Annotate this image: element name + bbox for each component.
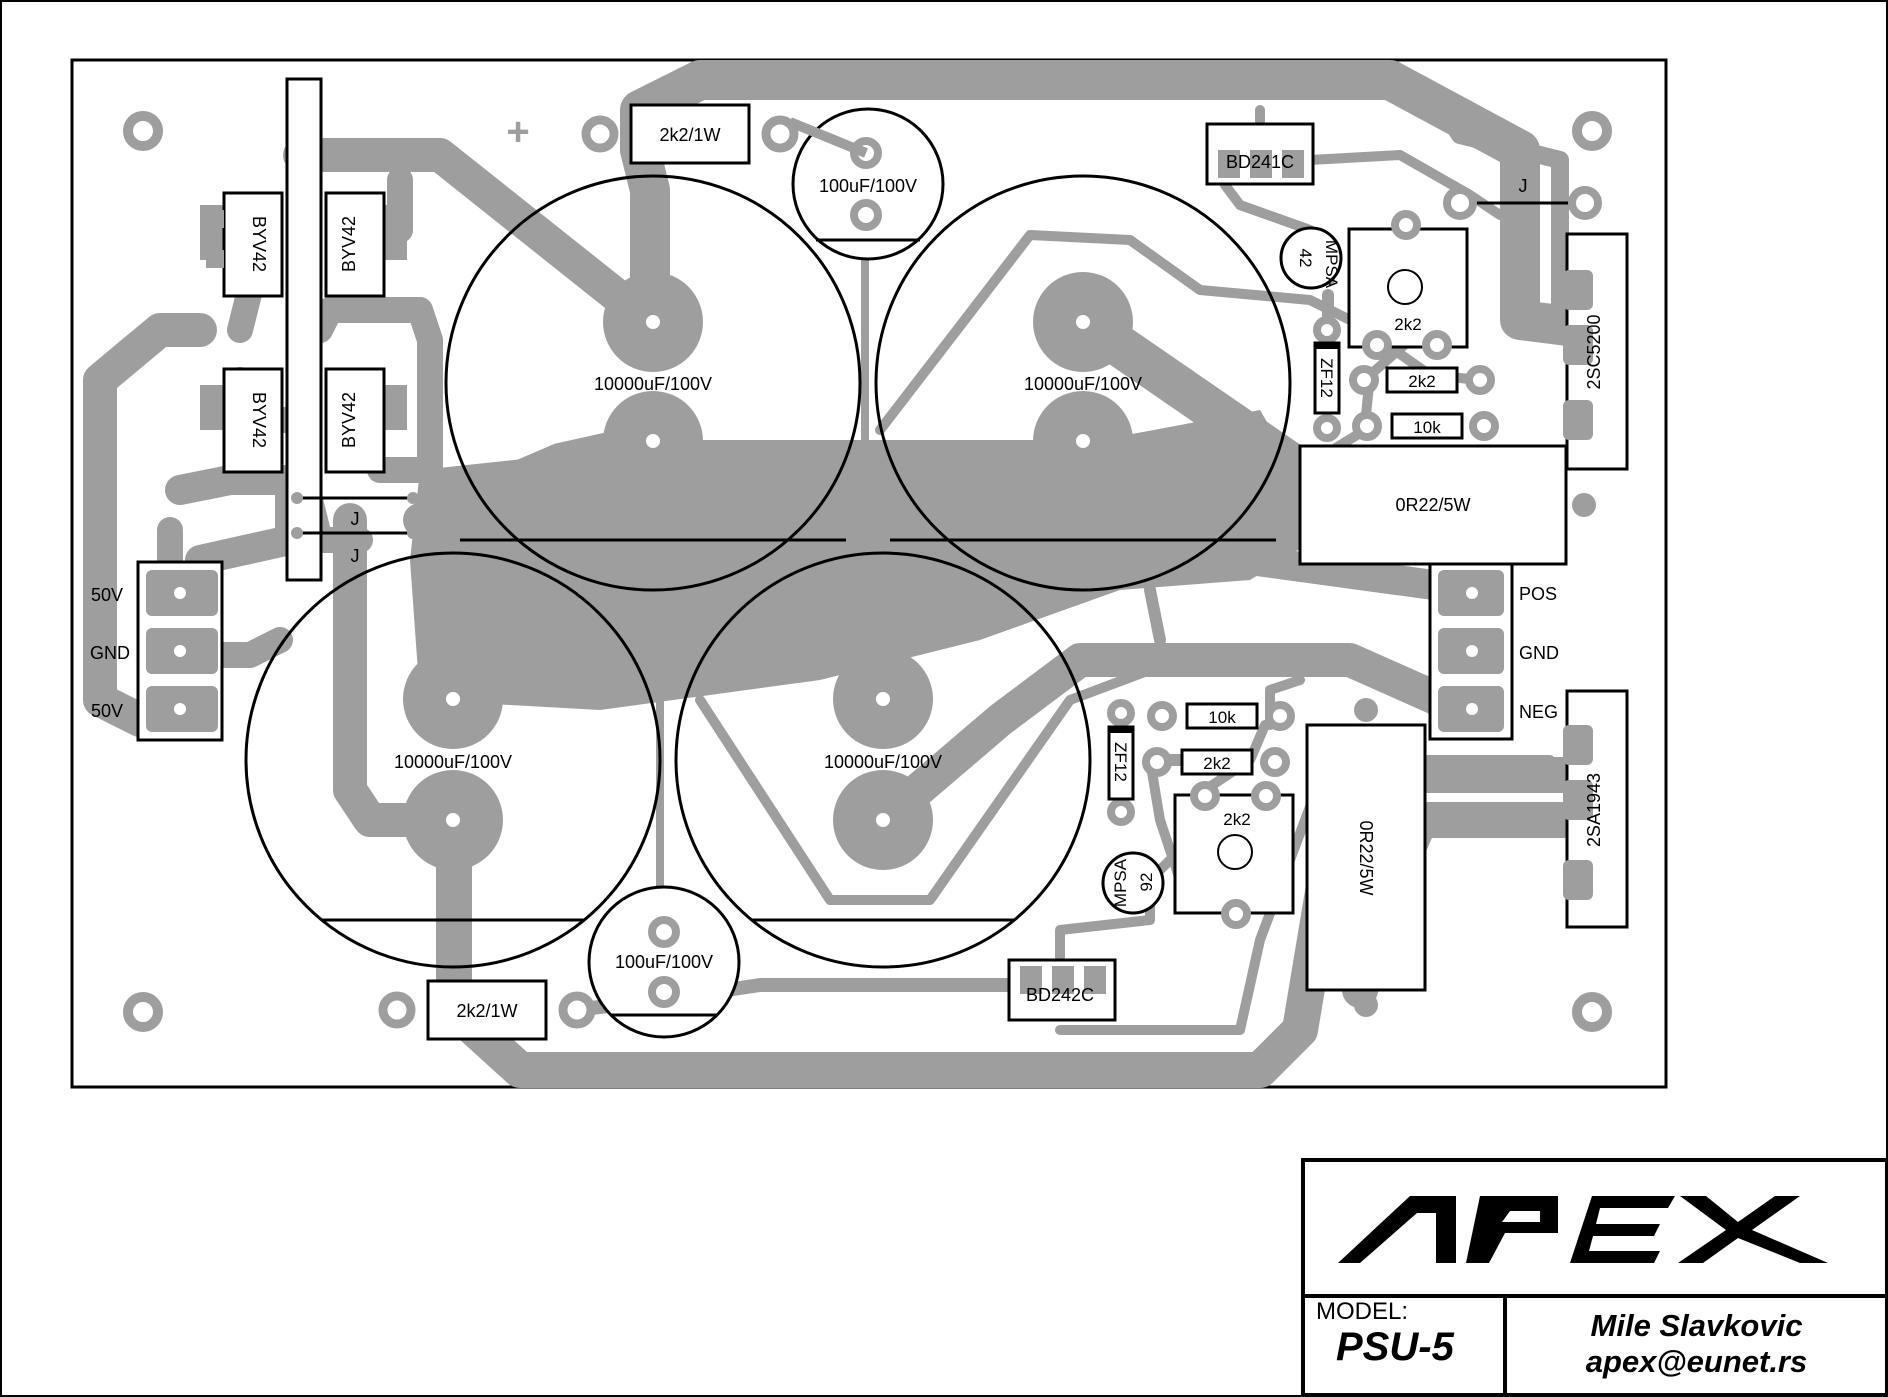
resistor-1w-top: 2k2/1W bbox=[581, 103, 799, 165]
transistor-label: BD242C bbox=[1026, 985, 1094, 1005]
capacitor-label: 100uF/100V bbox=[819, 176, 917, 196]
capacitor-big: 10000uF/100V bbox=[444, 174, 862, 592]
resistor-1w-bottom: 2k2/1W bbox=[378, 979, 596, 1041]
mounting-hole bbox=[123, 111, 163, 151]
transistor-2sc5200: 2SC5200 bbox=[1563, 232, 1629, 471]
capacitor-small-top: 100uF/100V bbox=[788, 107, 945, 261]
model-label: MODEL: bbox=[1316, 1298, 1409, 1325]
transistor-label: 2SC5200 bbox=[1584, 314, 1604, 389]
apex-logo bbox=[1338, 1196, 1828, 1263]
capacitor-big: 10000uF/100V bbox=[874, 174, 1292, 592]
resistor-label: 0R22/5W bbox=[1356, 820, 1376, 895]
capacitor-label: 10000uF/100V bbox=[594, 374, 712, 394]
diode-label: BYV42 bbox=[249, 392, 269, 448]
heatsink-bar bbox=[285, 77, 323, 582]
input-label-50v-top: 50V bbox=[91, 585, 123, 605]
mounting-hole bbox=[1572, 992, 1612, 1032]
author-email: apex@eunet.rs bbox=[1585, 1344, 1808, 1379]
output-connector: POS GND NEG bbox=[1428, 561, 1559, 741]
diode-byv42: BYV42 bbox=[324, 367, 407, 474]
transistor-2sa1943: 2SA1943 bbox=[1563, 689, 1629, 929]
capacitor-big: 10000uF/100V bbox=[674, 551, 1092, 969]
resistor-label: 2k2 bbox=[1203, 754, 1230, 773]
mounting-hole bbox=[123, 992, 163, 1032]
transistor-label: MPSA bbox=[1111, 858, 1130, 907]
transistor-label: MPSA bbox=[1322, 240, 1341, 289]
zener-label: ZF12 bbox=[1111, 742, 1130, 782]
jumper-label: J bbox=[351, 509, 360, 529]
zener-lower: ZF12 bbox=[1107, 699, 1135, 826]
diode-byv42: BYV42 bbox=[324, 191, 407, 298]
transistor-label-number: 92 bbox=[1137, 873, 1156, 892]
diode-label: BYV42 bbox=[339, 216, 359, 272]
diode-byv42: BYV42 bbox=[200, 367, 284, 474]
resistor-label: 2k2 bbox=[1408, 372, 1435, 391]
transistor-label-number: 42 bbox=[1296, 249, 1315, 268]
transistor-bd242c: BD242C bbox=[1007, 958, 1117, 1022]
diode-label: BYV42 bbox=[339, 392, 359, 448]
transistor-bd241c: BD241C bbox=[1205, 122, 1315, 186]
model-value: PSU-5 bbox=[1336, 1325, 1454, 1369]
capacitor-label: 10000uF/100V bbox=[394, 752, 512, 772]
resistor-2k2-upper: 2k2 bbox=[1349, 365, 1495, 395]
trimmer-upper: 2k2 bbox=[1347, 210, 1469, 360]
output-label-pos: POS bbox=[1519, 584, 1557, 604]
input-label-50v-bottom: 50V bbox=[91, 701, 123, 721]
resistor-10k-upper: 10k bbox=[1352, 411, 1499, 441]
author-name: Mile Slavkovic bbox=[1590, 1308, 1803, 1343]
transistor-mpsa92: MPSA 92 bbox=[1101, 851, 1165, 915]
capacitor-label: 100uF/100V bbox=[615, 952, 713, 972]
capacitor-small-bottom: 100uF/100V bbox=[587, 885, 741, 1039]
zener-upper: ZF12 bbox=[1313, 316, 1341, 442]
transistor-label: 2SA1943 bbox=[1584, 773, 1604, 847]
zener-label: ZF12 bbox=[1317, 358, 1336, 398]
output-label-gnd: GND bbox=[1519, 643, 1559, 663]
resistor-0r22-upper: 0R22/5W bbox=[1268, 444, 1596, 566]
transistor-mpsa42: MPSA 42 bbox=[1279, 226, 1343, 290]
capacitor-label: 10000uF/100V bbox=[824, 752, 942, 772]
jumper-label: J bbox=[1519, 176, 1528, 196]
polarity-mark: + bbox=[506, 110, 529, 154]
mounting-hole bbox=[1572, 111, 1612, 151]
transistor-label: BD241C bbox=[1226, 152, 1294, 172]
resistor-label: 0R22/5W bbox=[1395, 495, 1470, 515]
resistor-0r22-lower: 0R22/5W bbox=[1305, 698, 1427, 1017]
trimmer-label: 2k2 bbox=[1223, 810, 1250, 829]
jumpers: J J J bbox=[291, 176, 1602, 566]
mounting-holes bbox=[123, 111, 1612, 1032]
diode-label: BYV42 bbox=[249, 216, 269, 272]
resistor-label: 10k bbox=[1413, 418, 1441, 437]
trimmer-lower: 2k2 bbox=[1173, 781, 1295, 929]
resistor-label: 2k2/1W bbox=[456, 1001, 517, 1021]
resistor-10k-lower: 10k bbox=[1147, 701, 1295, 731]
jumper-label: J bbox=[351, 546, 360, 566]
diode-byv42: BYV42 bbox=[200, 191, 284, 298]
output-label-neg: NEG bbox=[1519, 702, 1558, 722]
big-capacitors: 10000uF/100V 10000uF/100V 10000uF/100V 1… bbox=[244, 174, 1292, 969]
trimmer-label: 2k2 bbox=[1394, 315, 1421, 334]
capacitor-big: 10000uF/100V bbox=[244, 551, 662, 969]
resistor-label: 2k2/1W bbox=[659, 125, 720, 145]
input-label-gnd: GND bbox=[90, 643, 130, 663]
input-connector: 50V GND 50V bbox=[90, 560, 224, 742]
capacitor-label: 10000uF/100V bbox=[1024, 374, 1142, 394]
resistor-2k2-lower: 2k2 bbox=[1142, 747, 1290, 777]
resistor-label: 10k bbox=[1208, 708, 1236, 727]
